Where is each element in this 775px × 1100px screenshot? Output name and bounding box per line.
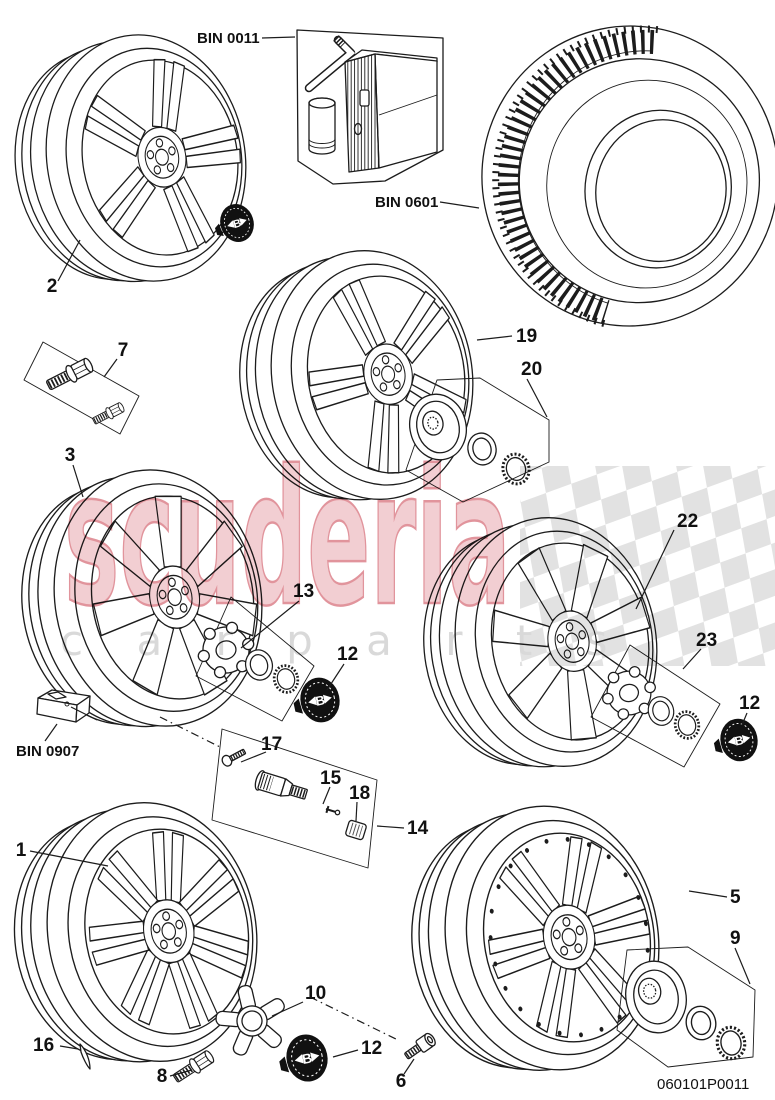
valve-screw-17	[221, 748, 247, 767]
label-toolkit-bin: BIN 0011	[197, 30, 260, 47]
hubcap-kit-20	[405, 377, 550, 503]
leader-sensor	[70, 706, 98, 721]
leader-3	[72, 464, 84, 498]
leader-bin0601	[439, 201, 480, 209]
leader-18	[355, 801, 358, 822]
label-socket-bolt-6: 6	[396, 1071, 407, 1092]
center-cap-12c	[274, 1030, 332, 1087]
valve-core-15	[325, 805, 341, 816]
leader-16	[59, 1045, 79, 1050]
label-retainer-kit-13: 13	[293, 581, 314, 602]
socket-bolt-6	[404, 1032, 436, 1060]
valve-kit-14	[211, 728, 378, 869]
checkered-flag	[520, 466, 775, 666]
alloy-wheel-2	[0, 18, 266, 304]
leader-6	[403, 1058, 415, 1075]
leader-7	[103, 358, 118, 378]
label-spider-cap-10: 10	[305, 983, 326, 1004]
leader-bin0907	[44, 723, 58, 742]
allen-key	[306, 37, 356, 91]
leader-bin0011	[261, 36, 296, 39]
leader-5	[688, 890, 728, 898]
leader-14	[376, 825, 405, 829]
label-wheel-19: 19	[516, 326, 537, 347]
alloy-wheel-5	[390, 788, 681, 1094]
tire	[481, 25, 775, 328]
watermark: scuderia c a r p a r t s	[60, 430, 775, 666]
tire-repair-kit	[296, 29, 444, 185]
air-compressor	[344, 49, 438, 173]
label-hubcap-kit-9: 9	[730, 928, 741, 949]
leader-15	[322, 786, 331, 805]
label-wheel-3: 3	[65, 445, 76, 466]
retainer-kit-23	[590, 644, 721, 768]
tpms-sensor	[36, 689, 91, 723]
leader-20	[526, 378, 548, 418]
balance-weight-16	[79, 1043, 91, 1070]
label-wheel-bolt-8: 8	[157, 1066, 168, 1087]
leader-12b	[741, 712, 748, 726]
label-valve-kit-14: 14	[407, 818, 429, 839]
label-valve-screw-17: 17	[261, 734, 282, 755]
leader-8	[169, 1069, 193, 1077]
label-center-cap-12b: 12	[739, 693, 760, 714]
valve-stem	[254, 770, 308, 800]
leader-19	[476, 335, 513, 341]
leader-1	[29, 850, 109, 867]
leader-10	[271, 1001, 304, 1017]
label-wheel-1: 1	[16, 840, 27, 861]
label-center-cap-12a: 12	[337, 644, 358, 665]
leader-2	[57, 239, 81, 282]
retainer-kit-13	[191, 596, 315, 722]
label-center-cap-12c: 12	[361, 1038, 382, 1059]
dashline-valve	[159, 716, 223, 749]
leader-13	[240, 600, 300, 649]
label-wheel-5: 5	[730, 887, 741, 908]
label-balance-weight-16: 16	[33, 1035, 54, 1056]
label-wheel-2: 2	[47, 276, 58, 297]
valve-cap-18	[345, 819, 367, 841]
label-tire-bin: BIN 0601	[375, 194, 438, 211]
leader-17	[240, 751, 267, 763]
label-hubcap-kit-20: 20	[521, 359, 542, 380]
hubcap-kit-9	[616, 946, 756, 1068]
center-cap-12a	[289, 674, 344, 728]
label-valve-core-15: 15	[320, 768, 342, 789]
label-sensor-bin: BIN 0907	[16, 743, 79, 760]
drawing-code: 060101P0011	[657, 1076, 749, 1093]
wheel-bolts-7	[23, 341, 140, 435]
leader-12a	[326, 663, 345, 691]
leader-9	[734, 947, 751, 985]
part-labels: 2 BIN 0011 BIN 0601 19 20 7 3 13 12 BIN …	[16, 30, 760, 1092]
leader-12c	[332, 1049, 359, 1058]
watermark-title: scuderia	[64, 431, 511, 647]
center-cap-12b	[710, 715, 762, 767]
label-valve-cap-18: 18	[349, 783, 370, 804]
watermark-subtitle: c a r p a r t s	[60, 616, 628, 665]
label-wheel-bolts-7: 7	[118, 340, 129, 361]
